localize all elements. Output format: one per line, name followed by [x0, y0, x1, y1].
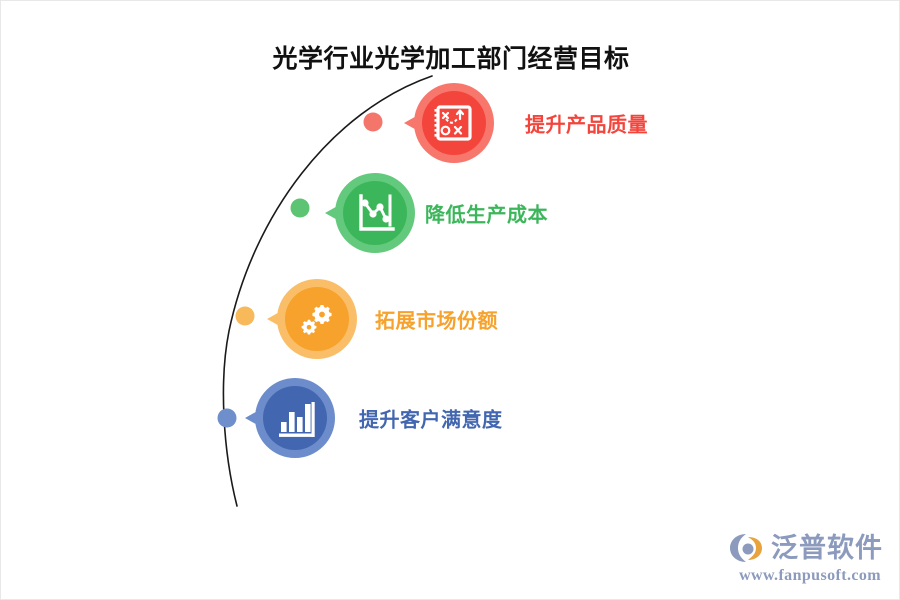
- watermark-brand-name: 泛普软件: [771, 532, 883, 563]
- page-title: 光学行业光学加工部门经营目标: [272, 45, 630, 73]
- arc-dot-1: [363, 112, 383, 132]
- goal-label-4: 提升客户满意度: [359, 409, 503, 432]
- watermark-url: www.fanpusoft.com: [739, 567, 881, 584]
- badge-inner-1: [422, 91, 486, 155]
- goal-badge-1[interactable]: [402, 77, 494, 169]
- bar-chart-icon: [279, 402, 315, 437]
- goal-badge-2[interactable]: [323, 167, 415, 259]
- line-chart-nodes-icon: [359, 194, 395, 231]
- goal-badge-3[interactable]: [265, 273, 357, 365]
- fanpu-leaf-logo-icon: [730, 534, 762, 562]
- goal-badge-4[interactable]: [243, 372, 335, 464]
- goal-label-2: 降低生产成本: [425, 204, 548, 227]
- goal-item-3[interactable]: 拓展市场份额: [265, 273, 685, 365]
- watermark: 泛普软件 www.fanpusoft.com: [729, 532, 883, 585]
- badge-inner-4: [263, 386, 327, 450]
- goal-label-3: 拓展市场份额: [375, 310, 498, 333]
- arc-dot-4: [217, 408, 237, 428]
- goal-item-4[interactable]: 提升客户满意度: [243, 372, 663, 464]
- strategy-playbook-icon: [434, 105, 472, 141]
- watermark-brand-row: 泛普软件: [729, 532, 883, 564]
- goal-label-1: 提升产品质量: [525, 114, 648, 137]
- gears-icon: [301, 304, 332, 335]
- arc-dot-2: [290, 198, 310, 218]
- goal-item-2[interactable]: 降低生产成本: [323, 167, 743, 259]
- goal-item-1[interactable]: 提升产品质量: [402, 77, 822, 169]
- arc-dot-3: [235, 306, 255, 326]
